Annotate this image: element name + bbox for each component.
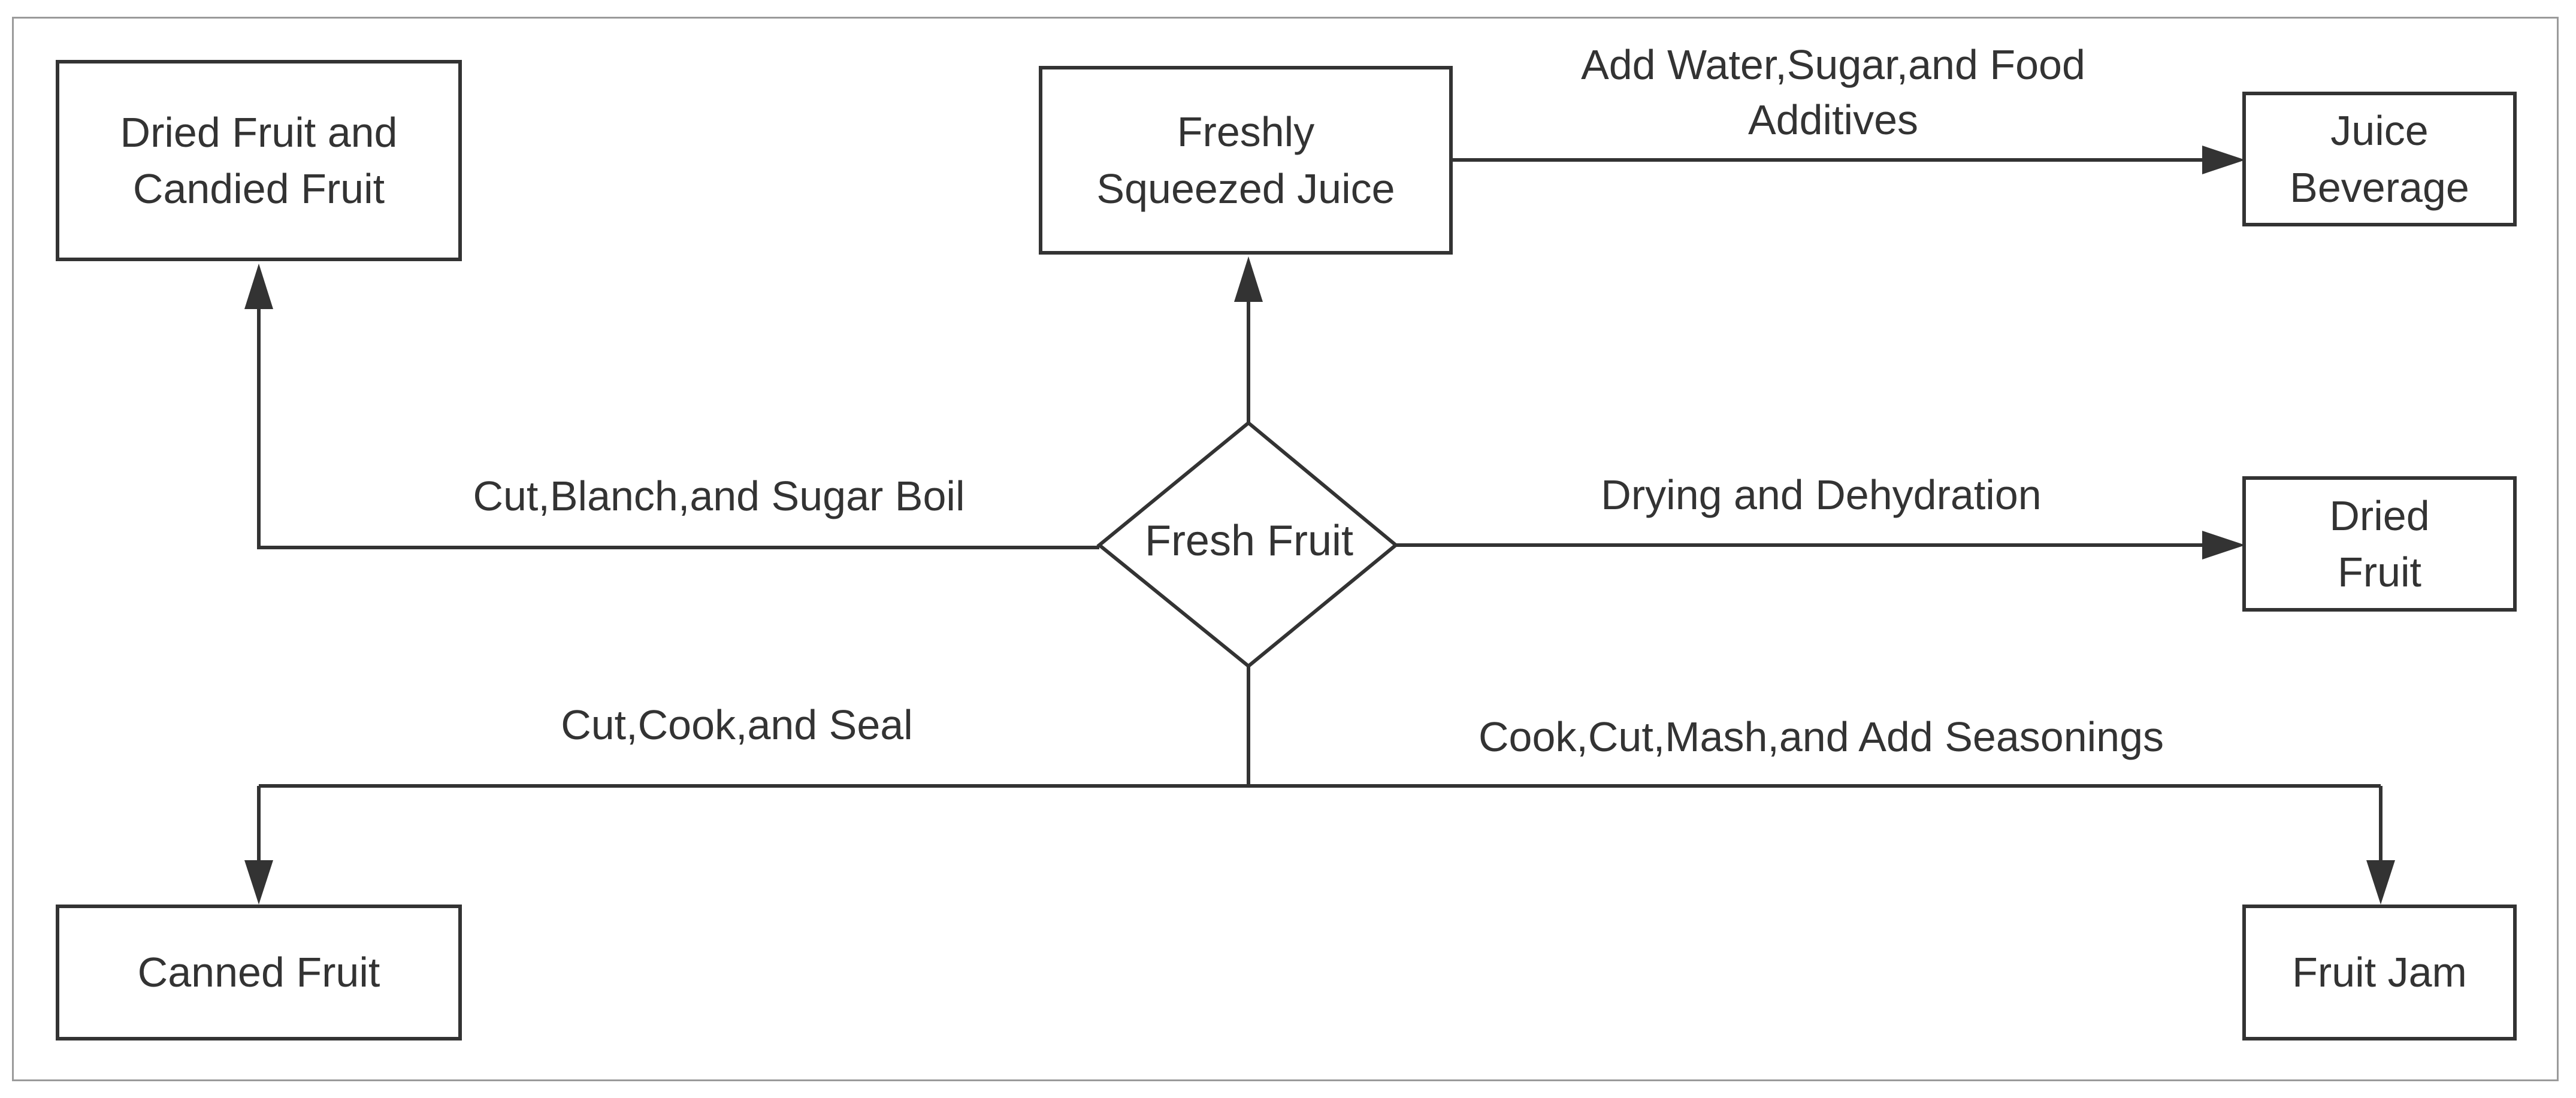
- edge-to-dried-candied: [257, 305, 1099, 549]
- node-juice-beverage-text: Juice Beverage: [2290, 107, 2469, 211]
- arrowhead-canned: [244, 860, 273, 905]
- edge-label-add-water-sugar: Add Water,Sugar,and Food Additives: [1581, 41, 2085, 144]
- arrowhead-dried-candied: [244, 264, 273, 309]
- arrowhead-beverage: [2202, 146, 2245, 174]
- node-fruit-jam: Fruit Jam: [2242, 905, 2517, 1040]
- fresh-fruit-label: Fresh Fruit: [1144, 517, 1354, 565]
- node-dried-candied-fruit-text: Dried Fruit and Candied Fruit: [120, 108, 398, 213]
- arrowhead-fresh-juice: [1234, 256, 1263, 302]
- node-dried-fruit: Dried Fruit: [2242, 476, 2517, 612]
- node-canned-fruit-text: Canned Fruit: [137, 949, 380, 996]
- node-fruit-jam-text: Fruit Jam: [2292, 949, 2467, 996]
- node-canned-fruit: Canned Fruit: [56, 905, 462, 1040]
- arrowhead-dried-fruit: [2202, 531, 2245, 559]
- edge-label-drying-dehydration: Drying and Dehydration: [1601, 471, 2042, 518]
- edge-label-cook-cut-mash: Cook,Cut,Mash,and Add Seasonings: [1478, 713, 2164, 760]
- node-freshly-squeezed-juice-text: Freshly Squeezed Juice: [1096, 108, 1395, 212]
- node-dried-fruit-text: Dried Fruit: [2329, 492, 2430, 596]
- node-freshly-squeezed-juice: Freshly Squeezed Juice: [1039, 66, 1453, 255]
- arrowhead-jam: [2366, 860, 2395, 905]
- edge-label-cut-cook-seal: Cut,Cook,and Seal: [561, 701, 913, 748]
- diagram-frame: [12, 17, 2559, 1081]
- edge-label-cut-blanch-sugar-boil: Cut,Blanch,and Sugar Boil: [473, 473, 965, 519]
- node-dried-candied-fruit: Dried Fruit and Candied Fruit: [56, 60, 462, 261]
- node-juice-beverage: Juice Beverage: [2242, 92, 2517, 226]
